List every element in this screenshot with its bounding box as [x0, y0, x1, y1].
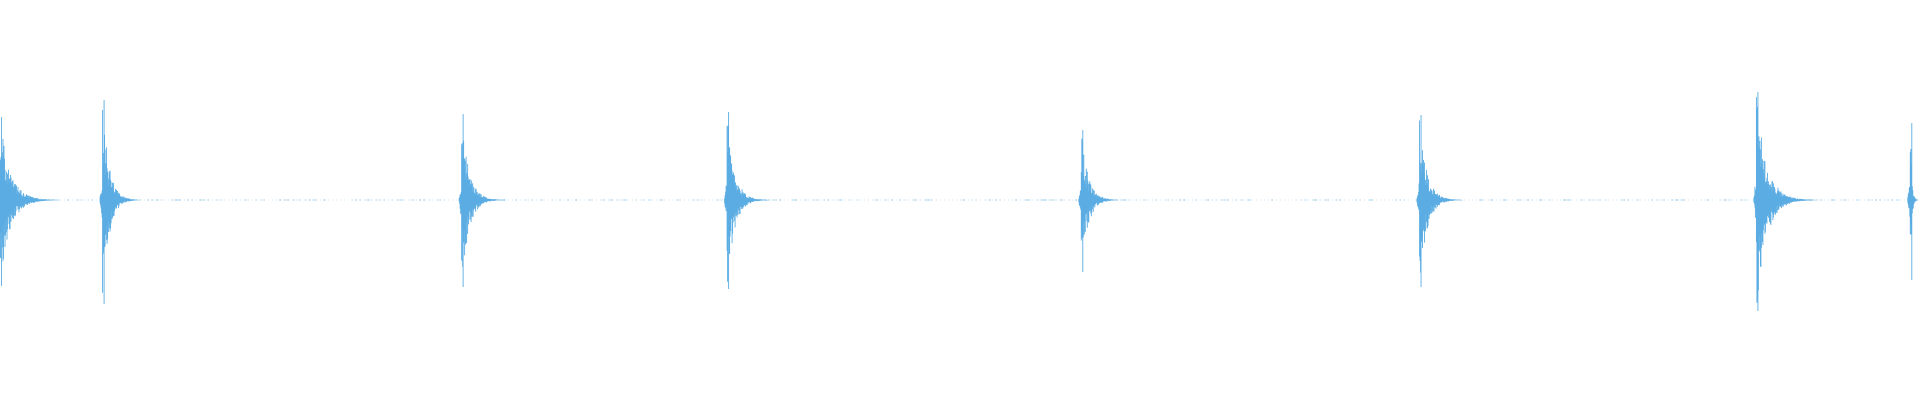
waveform-noise-path	[0, 198, 1909, 202]
waveform-transient-7	[1753, 92, 1822, 311]
waveform-transient-1	[0, 117, 60, 286]
waveform-transient-6	[1416, 115, 1463, 287]
waveform-noise-floor	[0, 198, 1920, 202]
waveform-transient-4	[724, 112, 771, 289]
waveform-transient-3	[458, 114, 506, 287]
waveform-transient-8	[1907, 123, 1919, 280]
waveform-transient-2	[99, 100, 142, 304]
waveform-transient-5	[1078, 130, 1121, 272]
waveform-transients	[0, 92, 1919, 311]
